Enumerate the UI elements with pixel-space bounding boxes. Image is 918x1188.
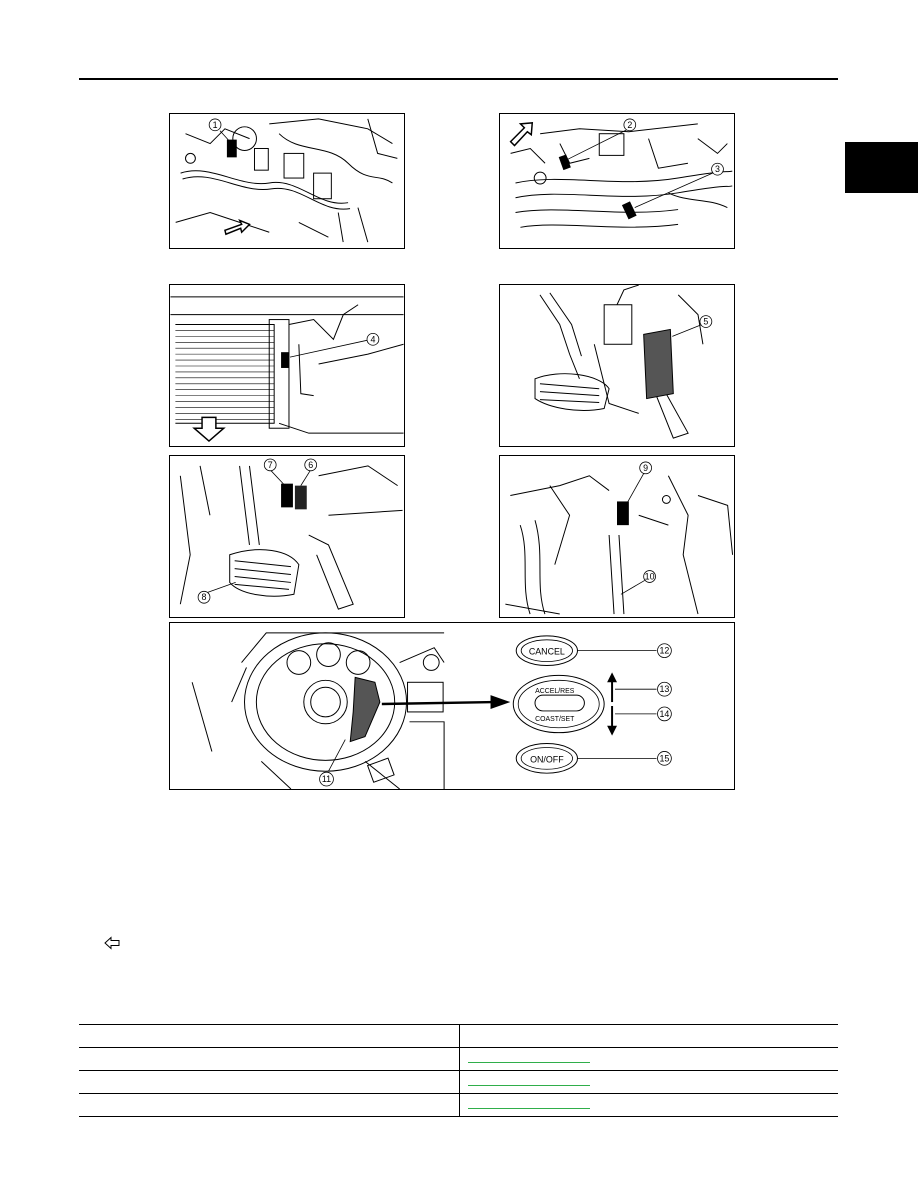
callout-5: 5 xyxy=(703,317,708,327)
callout-11: 11 xyxy=(322,774,331,784)
panel-clutch-pedal: 9 10 xyxy=(499,455,735,618)
stop-lamp-switch-7 xyxy=(281,483,293,508)
accel-up-arrow-icon xyxy=(607,672,618,683)
table-header-row xyxy=(79,1024,838,1047)
steering-drawing: 11 CANCEL ACCEL/RES COAST/SET ON/OFF 12 … xyxy=(191,632,672,789)
callout-4: 4 xyxy=(370,334,375,344)
callout-12: 12 xyxy=(660,646,670,656)
switch-detail-arrow-icon xyxy=(490,695,511,709)
reference-link[interactable] xyxy=(468,1062,590,1063)
sensor-1 xyxy=(226,139,237,158)
callout-13: 13 xyxy=(660,684,670,694)
callout-6: 6 xyxy=(308,460,313,470)
callout-2: 2 xyxy=(627,120,632,130)
panel-brake-pedal: 7 6 8 xyxy=(169,455,405,618)
clutch-switch-9 xyxy=(617,501,629,526)
panel-accelerator: 5 xyxy=(499,284,735,447)
table-row xyxy=(79,1070,838,1093)
accel-res-label: ACCEL/RES xyxy=(535,688,575,695)
accelerator-drawing: 5 xyxy=(534,285,713,439)
panel-engine-left: 1 xyxy=(169,113,405,249)
callout-15: 15 xyxy=(660,753,670,763)
engine-right-drawing: 2 3 xyxy=(509,118,733,228)
sensor-4 xyxy=(281,352,289,368)
sensor-3 xyxy=(621,201,637,220)
accelerator-sensor-5 xyxy=(643,328,674,400)
front-arrow-icon xyxy=(509,122,534,147)
callout-8: 8 xyxy=(202,592,207,602)
coast-set-label: COAST/SET xyxy=(535,716,575,723)
panel-steering-switches: 11 CANCEL ACCEL/RES COAST/SET ON/OFF 12 … xyxy=(169,622,735,790)
table-row xyxy=(79,1093,838,1117)
front-arrow-icon xyxy=(224,219,251,236)
on-off-switch-label: ON/OFF xyxy=(530,754,564,764)
table-row xyxy=(79,1047,838,1070)
radiator-drawing: 4 xyxy=(170,296,404,443)
back-arrow-icon[interactable] xyxy=(103,936,121,950)
coast-down-arrow-icon xyxy=(607,725,618,736)
callout-14: 14 xyxy=(660,709,670,719)
cancel-switch-label: CANCEL xyxy=(529,647,565,657)
reference-table xyxy=(79,1024,838,1117)
callout-7: 7 xyxy=(268,460,273,470)
sensor-2 xyxy=(558,154,571,171)
callout-1: 1 xyxy=(213,120,218,130)
brake-pedal-switch-6 xyxy=(294,485,307,510)
section-tab xyxy=(845,142,918,193)
callout-9: 9 xyxy=(643,463,648,473)
callout-3: 3 xyxy=(715,164,720,174)
reference-link[interactable] xyxy=(468,1085,590,1086)
front-arrow-icon xyxy=(192,416,226,443)
brake-drawing: 7 6 8 xyxy=(179,458,403,610)
steering-switch-11 xyxy=(349,676,381,743)
reference-link[interactable] xyxy=(468,1108,590,1109)
panel-radiator: 4 xyxy=(169,284,405,447)
callout-10: 10 xyxy=(645,571,655,581)
engine-left-drawing: 1 xyxy=(175,118,398,243)
panel-engine-right: 2 3 xyxy=(499,113,735,249)
clutch-drawing: 9 10 xyxy=(505,461,734,615)
header-rule xyxy=(79,78,838,80)
